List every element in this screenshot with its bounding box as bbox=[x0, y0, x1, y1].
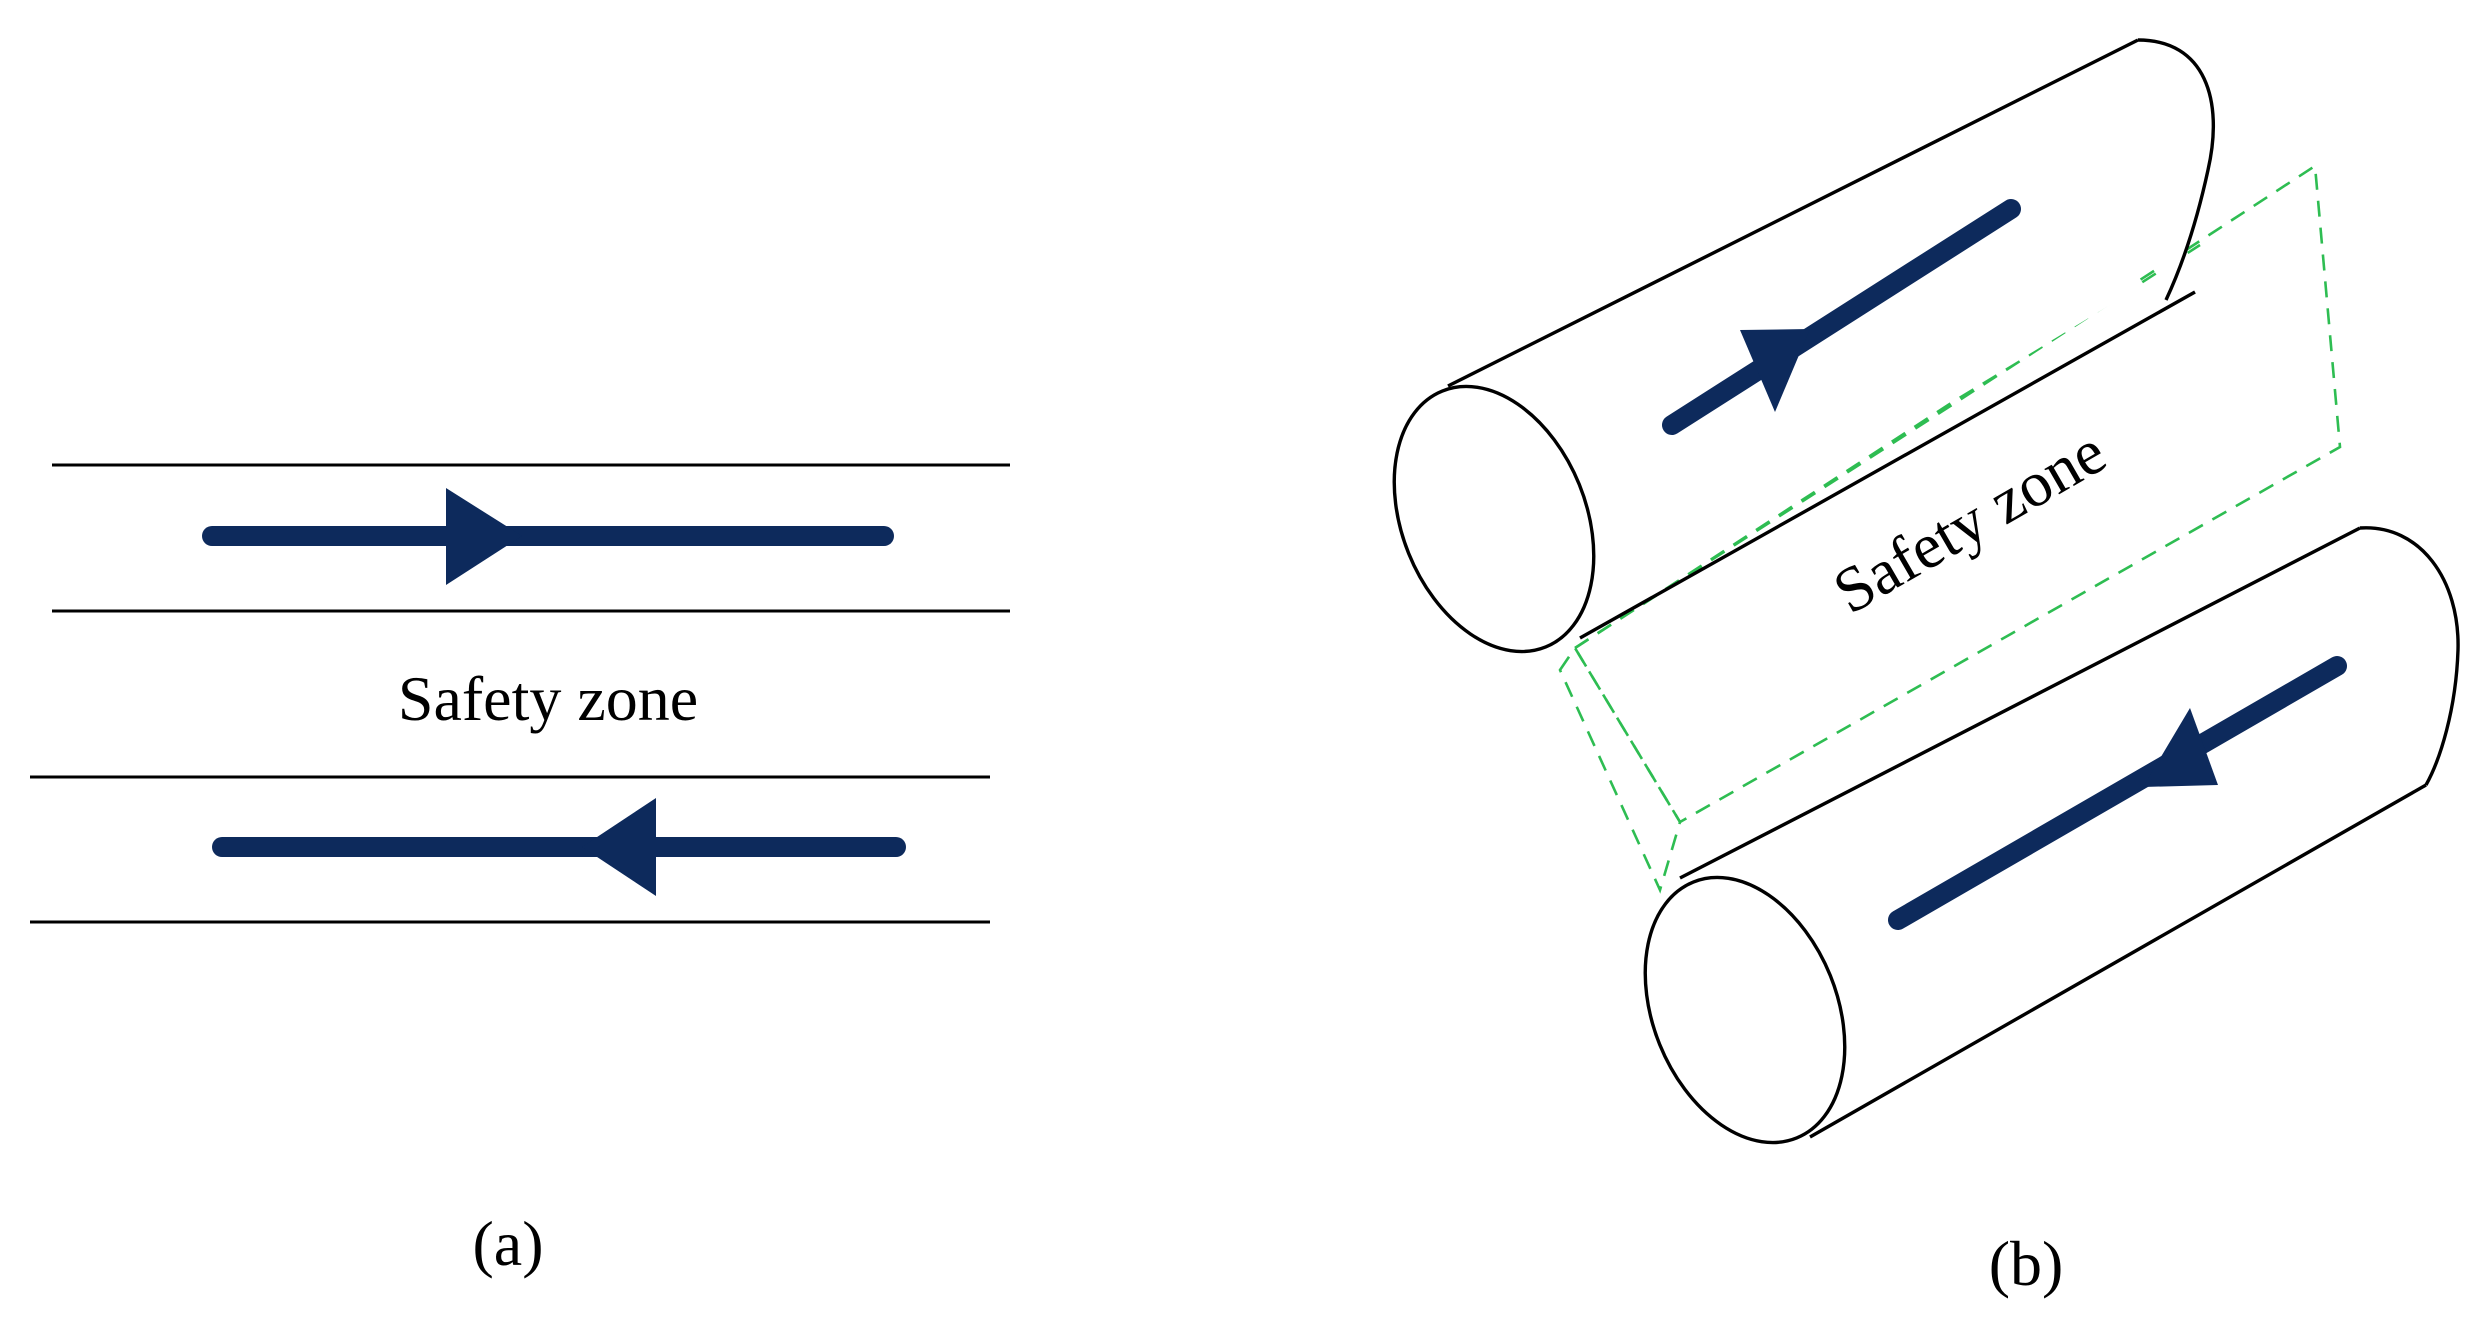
upper-tube-flow-arrow bbox=[1662, 199, 2021, 435]
lower-tube bbox=[1643, 526, 2460, 1145]
lower-tube-flow-arrow-shaft bbox=[1888, 656, 2347, 930]
upper-tube-flow-arrow-shaft bbox=[1662, 199, 2021, 435]
upper-tube-top-edge bbox=[1447, 38, 2139, 388]
upper-flow-arrow-head bbox=[446, 488, 522, 585]
caption-a: (a) bbox=[472, 1208, 543, 1279]
lower-flow-arrow-head bbox=[582, 798, 656, 896]
lower-flow-arrow bbox=[212, 798, 906, 896]
lower-tube-flow-arrow bbox=[1888, 656, 2347, 930]
safety-zone-box-front bbox=[1573, 163, 2342, 824]
safety-zone-box-edge bbox=[1558, 645, 1682, 894]
upper-tube-far-end bbox=[2137, 38, 2215, 301]
lower-tube-far-end bbox=[2359, 526, 2460, 786]
upper-tube-bottom-edge bbox=[1579, 290, 2196, 640]
panel-b: Safety zone (b) bbox=[1392, 38, 2460, 1299]
upper-tube-flow-arrow-head bbox=[1740, 329, 1810, 412]
safety-zone-label-a: Safety zone bbox=[398, 663, 698, 734]
lower-tube-near-end bbox=[1643, 875, 1847, 1145]
upper-tube-near-end bbox=[1392, 384, 1596, 654]
upper-flow-arrow bbox=[202, 488, 894, 585]
caption-b: (b) bbox=[1989, 1228, 2064, 1299]
upper-tube bbox=[1392, 38, 2215, 654]
lower-tube-top-edge bbox=[1679, 526, 2361, 880]
lower-tube-bottom-edge bbox=[1809, 783, 2427, 1139]
lower-tube-flow-arrow-head bbox=[2143, 708, 2218, 787]
panel-a: Safety zone (a) bbox=[30, 463, 1010, 1279]
